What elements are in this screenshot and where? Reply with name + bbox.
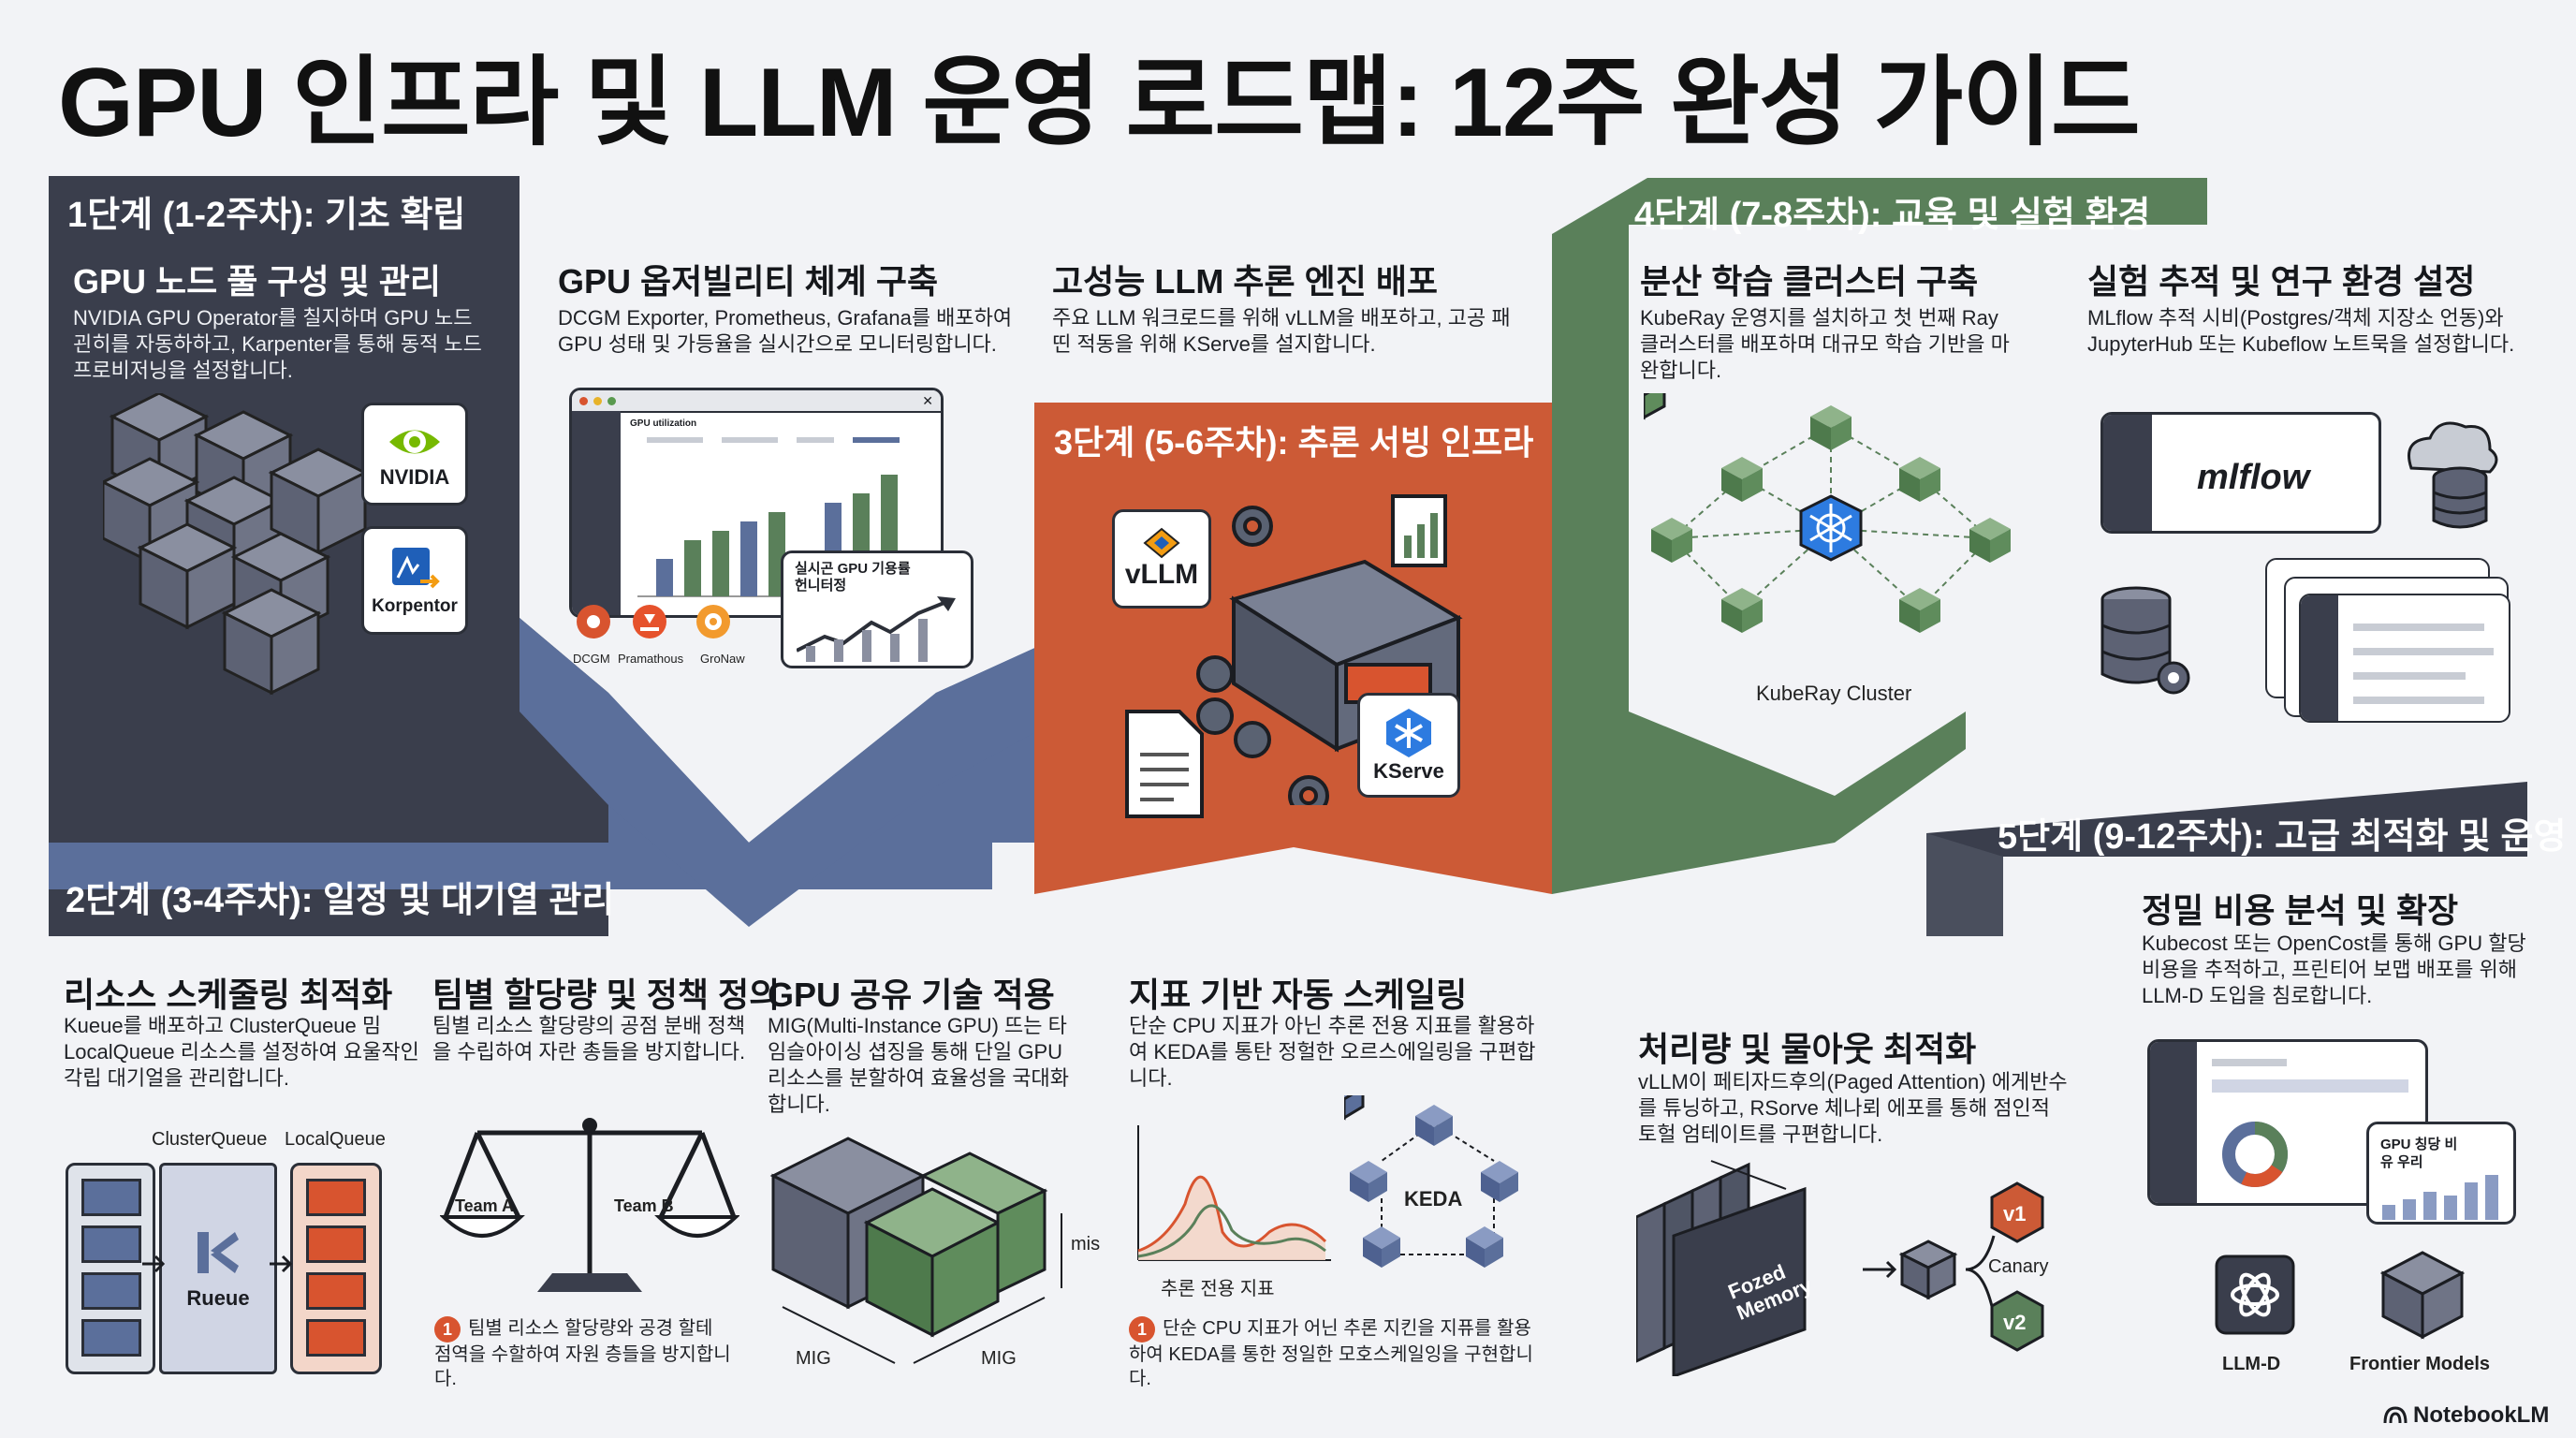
cloud-storage-icon: [2408, 421, 2498, 529]
llm-d-label: LLM-D: [2222, 1354, 2281, 1374]
kserve-logo: KServe: [1357, 693, 1460, 798]
notebooklm-logo-icon: [2383, 1406, 2408, 1424]
utilization-callout: 실시곤 GPU 기용률 헌니터정: [781, 550, 973, 668]
localqueue-label: LocalQueue: [285, 1129, 386, 1150]
nvidia-eye-icon: [389, 430, 440, 454]
monitoring-logos-icons: [577, 605, 730, 638]
vllm-icon: [1143, 527, 1180, 559]
notebooklm-brand: NotebookLM: [2383, 1402, 2549, 1429]
quota-desc: 팀별 리소스 할당량의 공점 분배 정책을 수립하여 자란 총들을 방지합니다.: [432, 1014, 746, 1064]
close-icon: ✕: [922, 392, 933, 408]
document-icon: [1125, 710, 1204, 818]
stage2-label: 2단계 (3-4주차): 일정 및 대기열 관리: [66, 881, 615, 920]
autoscale-desc: 단순 CPU 지표가 아닌 추론 전용 지표를 활용하여 KEDA를 통탄 정헐…: [1129, 1014, 1536, 1090]
v2-label: v2: [2003, 1311, 2027, 1334]
metric-chart-label: 추론 전용 지표: [1161, 1279, 1275, 1299]
postgres-db-icon: [2100, 586, 2190, 695]
cost-desc: Kubecost 또는 OpenCost를 통해 GPU 할당 비용을 추적하고…: [2142, 932, 2526, 1007]
cost-title: 정밀 비용 분석 및 확장: [2142, 891, 2459, 930]
stage5-band: [1926, 782, 2527, 936]
keda-label: KEDA: [1404, 1187, 1463, 1211]
logo-dcgm: DCGM: [573, 652, 610, 666]
stage3-label: 3단계 (5-6주차): 추론 서빙 인프라: [1054, 423, 1534, 462]
job-queue-left: [66, 1163, 155, 1374]
inference-metric-chart: [1137, 1125, 1331, 1261]
dist-training-desc: KubeRay 운영지를 설치하고 첫 번째 Ray 클러스터를 배포하며 대규…: [1640, 306, 2010, 382]
cost-donut-chart: [2222, 1122, 2288, 1187]
team-a-label: Team A: [455, 1196, 515, 1215]
dist-training-title: 분산 학습 클러스터 구축: [1640, 262, 1979, 301]
localqueue-box: [290, 1163, 382, 1374]
v1-hexagon-icon: [1990, 1181, 2044, 1243]
mig-label-left: MIG: [796, 1348, 831, 1369]
queue-arrows-icon: [142, 1255, 293, 1273]
mlflow-window: mlflow: [2100, 412, 2381, 534]
canary-deploy-diagram: [1863, 1235, 1996, 1315]
team-b-label: Team B: [614, 1196, 674, 1215]
gpu-share-title: GPU 공유 기술 적용: [768, 976, 1055, 1014]
clusterqueue-label: ClusterQueue: [152, 1129, 268, 1150]
stage1-desc: NVIDIA GPU Operator를 칠지하며 GPU 노드 괸히를 자동하…: [73, 306, 482, 382]
cost-callout: GPU 칭당 비유 우리: [2366, 1122, 2516, 1225]
frontier-models-cube-icon: [2379, 1251, 2466, 1340]
page-title: GPU 인프라 및 LLM 운영 로드맵: 12주 완성 가이드: [58, 49, 2141, 157]
observability-desc: DCGM Exporter, Prometheus, Grafana를 배포하여…: [558, 306, 1013, 356]
llm-d-icon: [2215, 1255, 2295, 1335]
stage5-label: 5단계 (9-12주차): 고급 최적화 및 운영: [1998, 817, 2567, 857]
exp-tracking-title: 실험 추적 및 연구 환경 설정: [2087, 262, 2476, 301]
note-number-icon: 1: [434, 1316, 461, 1343]
dashboard-sidebar: [572, 411, 621, 615]
karpenter-logo: Korpentor: [361, 526, 468, 635]
clusterqueue-box: Rueue: [159, 1163, 277, 1374]
quota-title: 팀별 할당량 및 정책 정의: [432, 976, 781, 1014]
inference-engine-icon: [1196, 494, 1463, 805]
inference-desc: 주요 LLM 워크로드를 위해 vLLM을 배포하고, 고공 패띤 적동을 위해…: [1052, 306, 1511, 356]
note-number-icon-2: 1: [1129, 1316, 1155, 1343]
canary-label: Canary: [1988, 1256, 2049, 1277]
gpu-node-pool-cubes-icon: [103, 393, 367, 695]
kuberay-cluster-diagram: [1644, 393, 2012, 635]
frozen-memory-stack-icon: [1636, 1160, 1807, 1376]
mis-label: mis: [1071, 1234, 1101, 1255]
grafana-dashboard-window: ✕ GPU utilization: [569, 388, 944, 618]
karpenter-icon: [392, 548, 440, 589]
exp-tracking-desc: MLflow 추적 시비(Postgres/객체 지장소 언동)와 Jupyte…: [2087, 306, 2515, 356]
mig-label-right: MIG: [981, 1348, 1017, 1369]
kserve-icon: [1386, 709, 1431, 757]
logo-grafana: GroNaw: [700, 652, 745, 666]
stage2-zigzag: [520, 618, 1039, 927]
observability-title: GPU 옵저빌리티 체계 구축: [558, 262, 939, 301]
kuberay-cluster-label: KubeRay Cluster: [1756, 682, 1912, 705]
mig-partition-cubes-icon: [769, 1137, 1062, 1364]
v2-hexagon-icon: [1990, 1290, 2044, 1352]
frontier-models-label: Frontier Models: [2349, 1354, 2491, 1374]
trend-line-icon: [797, 596, 956, 662]
logo-prometheus: Pramathous: [618, 652, 684, 666]
stage1-label: 1단계 (1-2주차): 기초 확립: [67, 196, 466, 235]
scheduling-desc: Kueue를 배포하고 ClusterQueue 밈 LocalQueue 리소…: [64, 1014, 419, 1090]
autoscale-title: 지표 기반 자동 스케일링: [1129, 976, 1468, 1014]
scheduling-title: 리소스 스케줄링 최적화: [64, 976, 393, 1014]
inference-title: 고성능 LLM 추론 엔진 배포: [1052, 262, 1439, 301]
window-titlebar: ✕: [572, 390, 941, 413]
kueue-icon: [198, 1232, 239, 1273]
v1-label: v1: [2003, 1202, 2027, 1225]
stage1-title: GPU 노드 풀 구성 및 관리: [73, 262, 441, 301]
mlflow-logo: mlflow: [2197, 458, 2310, 497]
cost-bars-icon: [2382, 1175, 2498, 1220]
stage4-label: 4단계 (7-8주차): 교육 및 실험 환경: [1634, 196, 2151, 235]
keda-scaling-diagram: [1344, 1095, 1520, 1269]
throughput-desc: vLLM이 페티자드후의(Paged Attention) 에게반수를 튜닝하고…: [1638, 1070, 2068, 1146]
gpu-share-desc: MIG(Multi-Instance GPU) 뜨는 타임슬아이싱 셥징을 통해…: [768, 1014, 1069, 1116]
jupyter-notebook-window: [2299, 594, 2510, 723]
throughput-title: 처리량 및 물아웃 최적화: [1638, 1030, 1977, 1068]
vllm-logo: vLLM: [1112, 509, 1211, 609]
nvidia-logo: NVIDIA: [361, 403, 468, 506]
balance-scale-icon: [440, 1118, 739, 1292]
